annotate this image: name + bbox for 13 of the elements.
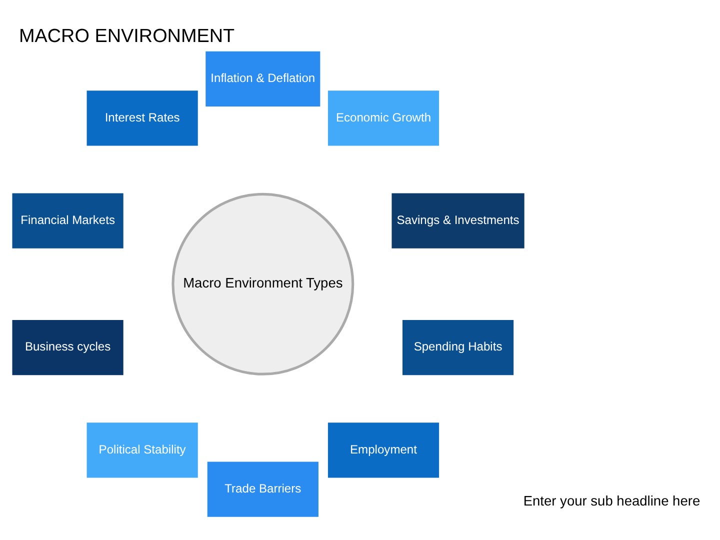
node-box: Political Stability xyxy=(86,421,199,478)
node-box: Economic Growth xyxy=(327,89,440,146)
diagram-title: MACRO ENVIRONMENT xyxy=(18,26,235,47)
node-box: Trade Barriers xyxy=(206,460,320,518)
node-circle: Macro Environment Types xyxy=(172,192,354,375)
node-box: Interest Rates xyxy=(86,89,199,146)
node-box: Inflation & Deflation xyxy=(204,50,322,107)
node-box: Spending Habits xyxy=(402,318,514,376)
label: Enter your sub headline here xyxy=(523,492,700,508)
node-box: Savings & Investments xyxy=(390,192,526,249)
node-box: Business cycles xyxy=(11,318,124,376)
node-box: Employment xyxy=(327,421,440,478)
node-box: Financial Markets xyxy=(11,192,124,249)
